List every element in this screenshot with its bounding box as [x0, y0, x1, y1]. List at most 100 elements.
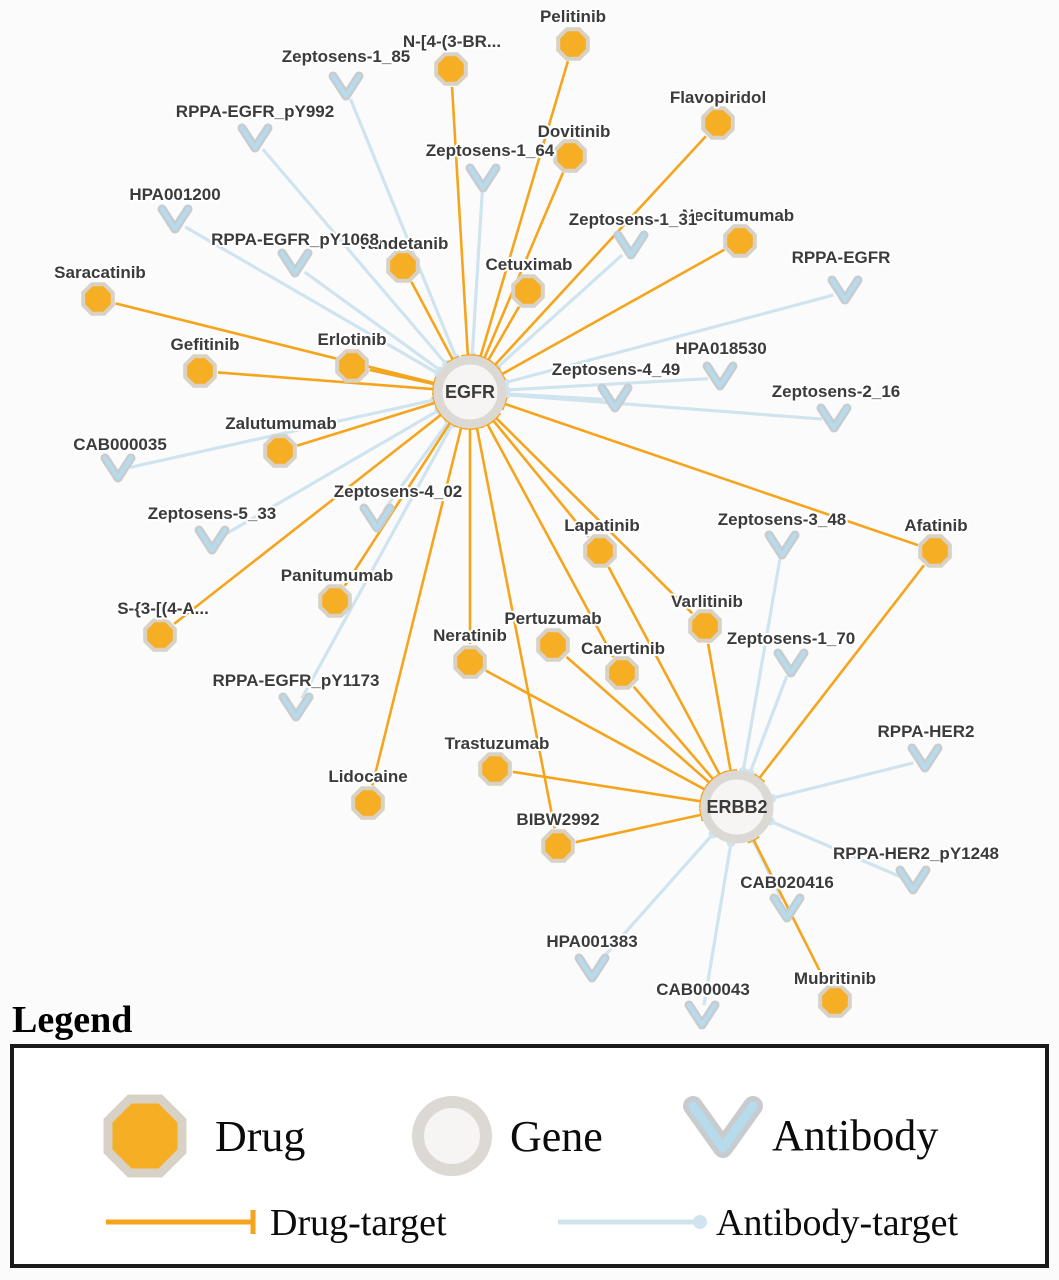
- antibody-node[interactable]: [702, 361, 738, 391]
- legend-antibody-target-label: Antibody-target: [716, 1202, 958, 1244]
- drug-target-edge: [296, 401, 437, 447]
- drug-label: Cetuximab: [486, 255, 573, 274]
- drug-label: Lidocaine: [328, 767, 407, 786]
- drug-node[interactable]: [583, 534, 617, 568]
- antibody-target-edge: [741, 558, 782, 772]
- antibody-label: CAB020416: [740, 873, 834, 892]
- legend-drug-label: Drug: [215, 1112, 305, 1161]
- antibody-chevron-inner: [281, 695, 311, 719]
- antibody-node[interactable]: [278, 692, 314, 722]
- drug-label: Pelitinib: [540, 7, 606, 26]
- antibody-node[interactable]: [328, 71, 364, 101]
- drug-node[interactable]: [918, 534, 952, 568]
- drug-label: Lapatinib: [564, 516, 640, 535]
- antibody-target-edge: [349, 98, 458, 360]
- drug-target-edge: [482, 172, 565, 360]
- drug-node[interactable]: [701, 106, 735, 140]
- antibody-label: HPA001383: [546, 932, 637, 951]
- antibody-node[interactable]: [597, 383, 633, 413]
- antibody-node[interactable]: [237, 123, 273, 153]
- gene-node[interactable]: [433, 355, 507, 429]
- antibody-target-edge: [184, 225, 440, 376]
- antibody-chevron-inner: [767, 533, 797, 557]
- antibody-node[interactable]: [684, 1000, 720, 1030]
- antibody-target-edge: [382, 420, 451, 512]
- drug-node[interactable]: [723, 224, 757, 258]
- drug-label: Pertuzumab: [504, 609, 601, 628]
- drug-node[interactable]: [511, 274, 545, 308]
- antibody-chevron-inner: [331, 74, 361, 98]
- drug-node[interactable]: [183, 354, 217, 388]
- antibody-label: RPPA-HER2_pY1248: [833, 844, 999, 863]
- drug-target-edge: [371, 426, 463, 786]
- antibody-target-edge: [505, 393, 823, 421]
- antibody-chevron-inner: [772, 896, 802, 920]
- antibody-node[interactable]: [769, 893, 805, 923]
- drug-node[interactable]: [434, 52, 468, 86]
- antibody-label: HPA001200: [129, 185, 220, 204]
- antibody-chevron-inner: [197, 528, 227, 552]
- drug-label: Erlotinib: [318, 330, 387, 349]
- drug-node[interactable]: [318, 584, 352, 618]
- drug-node[interactable]: [81, 282, 115, 316]
- antibody-node[interactable]: [895, 865, 931, 895]
- antibody-label: RPPA-EGFR_pY1173: [213, 671, 380, 690]
- antibody-node[interactable]: [907, 743, 943, 773]
- labels-layer: PelitinibN-[4-(3-BR...FlavopiridolDoviti…: [52, 5, 1001, 1001]
- antibody-target-edge: [129, 398, 436, 469]
- gene-node[interactable]: [700, 770, 774, 844]
- antibody-node[interactable]: [194, 525, 230, 555]
- drug-node[interactable]: [605, 656, 639, 690]
- antibody-node[interactable]: [773, 648, 809, 678]
- antibody-label: Zeptosens-1_70: [727, 629, 856, 648]
- antibody-node[interactable]: [613, 230, 649, 260]
- antibody-chevron-inner: [600, 386, 630, 410]
- antibody-target-edge: [303, 270, 442, 373]
- antibody-node[interactable]: [465, 163, 501, 193]
- drug-label: Vandetanib: [358, 234, 449, 253]
- drug-node[interactable]: [688, 609, 722, 643]
- antibody-label: HPA018530: [675, 339, 766, 358]
- antibody-node[interactable]: [359, 503, 395, 533]
- antibody-label: CAB000035: [73, 435, 167, 454]
- drug-node[interactable]: [351, 786, 385, 820]
- drug-node[interactable]: [818, 984, 852, 1018]
- drug-label: Trastuzumab: [445, 734, 550, 753]
- drug-target-edge: [632, 685, 715, 781]
- antibody-label: Zeptosens-5_33: [148, 504, 277, 523]
- legend-antibody-label: Antibody: [772, 1111, 938, 1160]
- legend: Legend Drug Gene Antibody Drug-target An…: [10, 999, 1049, 1268]
- gene-label: ERBB2: [706, 797, 767, 817]
- antibody-node[interactable]: [277, 248, 313, 278]
- antibody-node[interactable]: [816, 403, 852, 433]
- antibody-node[interactable]: [100, 453, 136, 483]
- antibody-chevron-inner: [819, 406, 849, 430]
- drug-node[interactable]: [143, 618, 177, 652]
- antibody-label: RPPA-EGFR_pY992: [176, 102, 334, 121]
- antibody-node[interactable]: [157, 204, 193, 234]
- drug-node[interactable]: [556, 27, 590, 61]
- antibody-target-edge: [470, 191, 484, 357]
- drug-target-edge: [450, 86, 470, 357]
- drug-node[interactable]: [536, 628, 570, 662]
- antibody-node[interactable]: [827, 275, 863, 305]
- drug-node[interactable]: [553, 139, 587, 173]
- antibody-label: RPPA-EGFR: [792, 248, 891, 267]
- antibody-node[interactable]: [574, 953, 610, 983]
- drug-target-edge: [475, 427, 556, 829]
- antibody-chevron-inner: [240, 126, 270, 150]
- drug-node[interactable]: [541, 829, 575, 863]
- drug-node[interactable]: [263, 434, 297, 468]
- antibody-node[interactable]: [764, 530, 800, 560]
- drug-node[interactable]: [478, 752, 512, 786]
- drug-target-edge: [173, 413, 443, 625]
- antibody-chevron-inner: [687, 1003, 717, 1027]
- antibody-chevron-inner: [362, 506, 392, 530]
- antibody-chevron-inner: [898, 868, 928, 892]
- drug-node[interactable]: [335, 349, 369, 383]
- drug-target-edge: [343, 421, 452, 587]
- drug-node[interactable]: [453, 645, 487, 679]
- drug-node[interactable]: [386, 249, 420, 283]
- antibody-chevron-inner: [103, 456, 133, 480]
